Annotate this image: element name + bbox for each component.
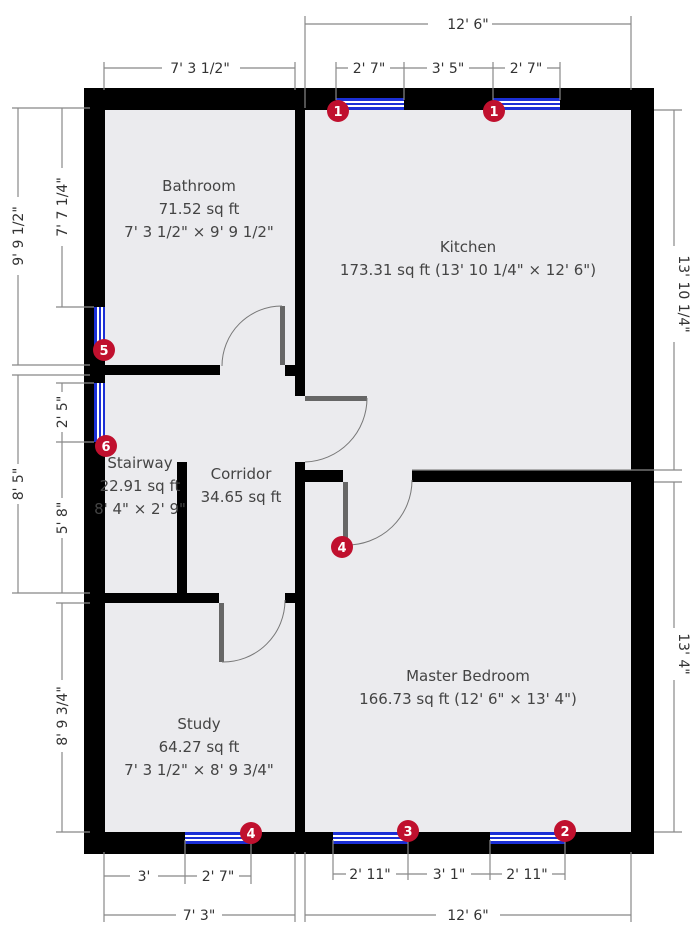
dim-bottom-win-a: 2' 11" [349, 867, 390, 883]
master-bedroom-name: Master Bedroom [406, 667, 530, 685]
svg-text:2: 2 [560, 825, 569, 840]
marker-window-2[interactable]: 2 [554, 820, 576, 842]
window-bottom-bedroom-right [490, 832, 565, 844]
corridor-area: 34.65 sq ft [201, 488, 282, 506]
stairway-area: 22.91 sq ft [100, 477, 181, 495]
dim-left-inner-mid: 5' 8" [55, 502, 71, 535]
marker-window-1a[interactable]: 1 [327, 100, 349, 122]
dim-bottom-left-overall: 7' 3" [183, 908, 216, 924]
dim-bottom-win-b: 2' 11" [506, 867, 547, 883]
dim-left-outer-mid: 8' 5" [11, 468, 27, 501]
wall-stair-partition [177, 462, 187, 593]
dim-bottom-left-win: 2' 7" [202, 869, 235, 885]
room-labels: Bathroom 71.52 sq ft 7' 3 1/2" × 9' 9 1/… [94, 177, 596, 779]
wall-study-north-right [285, 593, 305, 603]
marker-window-4[interactable]: 4 [240, 822, 262, 844]
dim-bottom-left-a: 3' [138, 869, 151, 885]
window-left-stairway [94, 383, 105, 442]
svg-text:4: 4 [246, 827, 255, 842]
dim-bottom-gap: 3' 1" [433, 867, 466, 883]
bathroom-area: 71.52 sq ft [159, 200, 240, 218]
wall-kitchen-corner [285, 365, 305, 376]
dim-top-left: 7' 3 1/2" [170, 61, 230, 77]
dim-top-win-a: 2' 7" [353, 61, 386, 77]
dim-top-win-b: 2' 7" [510, 61, 543, 77]
wall-bedroom-north-right [412, 470, 631, 482]
bathroom-name: Bathroom [162, 177, 236, 195]
wall-kitchen-west-upper [295, 110, 305, 365]
wall-bedroom-north-left [305, 470, 343, 482]
window-top-left [336, 98, 404, 110]
wall-bathroom-south [105, 365, 220, 375]
door-bedroom [343, 479, 413, 546]
study-area: 64.27 sq ft [159, 738, 240, 756]
door-bathroom [221, 305, 285, 367]
dim-top-overall: 12' 6" [447, 17, 488, 33]
svg-text:1: 1 [333, 105, 342, 120]
svg-text:1: 1 [489, 105, 498, 120]
corridor-name: Corridor [211, 465, 273, 483]
wall-kitchen-stub [295, 376, 305, 396]
doors [219, 305, 413, 663]
master-bedroom-area: 166.73 sq ft (12' 6" × 13' 4") [359, 690, 577, 708]
window-left-bathroom [94, 307, 105, 350]
dim-right-upper: 13' 10 1/4" [675, 255, 691, 332]
kitchen-area: 173.31 sq ft (13' 10 1/4" × 12' 6") [340, 261, 596, 279]
window-bottom-study [185, 832, 251, 844]
markers[interactable]: 1 1 5 6 4 4 3 2 [93, 100, 576, 844]
marker-window-1b[interactable]: 1 [483, 100, 505, 122]
interior-walls [105, 110, 631, 832]
study-dims: 7' 3 1/2" × 8' 9 3/4" [124, 761, 274, 779]
bathroom-dims: 7' 3 1/2" × 9' 9 1/2" [124, 223, 274, 241]
dim-right-lower: 13' 4" [675, 633, 691, 674]
dim-left-inner-lower: 8' 9 3/4" [55, 686, 71, 746]
study-name: Study [177, 715, 220, 733]
svg-text:4: 4 [337, 541, 346, 556]
wall-right [631, 88, 654, 854]
dim-left-win: 2' 5" [55, 396, 71, 429]
marker-door-4[interactable]: 4 [331, 536, 353, 558]
marker-window-3[interactable]: 3 [397, 820, 419, 842]
wall-bedroom-west [295, 462, 305, 832]
svg-text:6: 6 [101, 440, 110, 455]
marker-window-5[interactable]: 5 [93, 339, 115, 361]
stairway-dims: 8' 4" × 2' 9" [94, 500, 186, 518]
wall-left [84, 88, 105, 854]
window-bottom-bedroom-left [333, 832, 408, 844]
dim-top-gap: 3' 5" [432, 61, 465, 77]
wall-study-north [105, 593, 219, 603]
svg-text:3: 3 [403, 825, 412, 840]
dim-bottom-right-overall: 12' 6" [447, 908, 488, 924]
kitchen-name: Kitchen [440, 238, 496, 256]
dimension-labels: 12' 6" 7' 3 1/2" 2' 7" 3' 5" 2' 7" 13' 1… [7, 14, 691, 925]
marker-window-6[interactable]: 6 [95, 435, 117, 457]
windows [94, 98, 565, 844]
dim-left-inner-upper: 7' 7 1/4" [55, 177, 71, 237]
svg-text:5: 5 [99, 344, 108, 359]
stairway-name: Stairway [107, 454, 172, 472]
door-study [219, 599, 286, 663]
door-kitchen [304, 396, 368, 463]
dim-left-outer-upper: 9' 9 1/2" [11, 206, 27, 266]
window-top-right [493, 98, 560, 110]
